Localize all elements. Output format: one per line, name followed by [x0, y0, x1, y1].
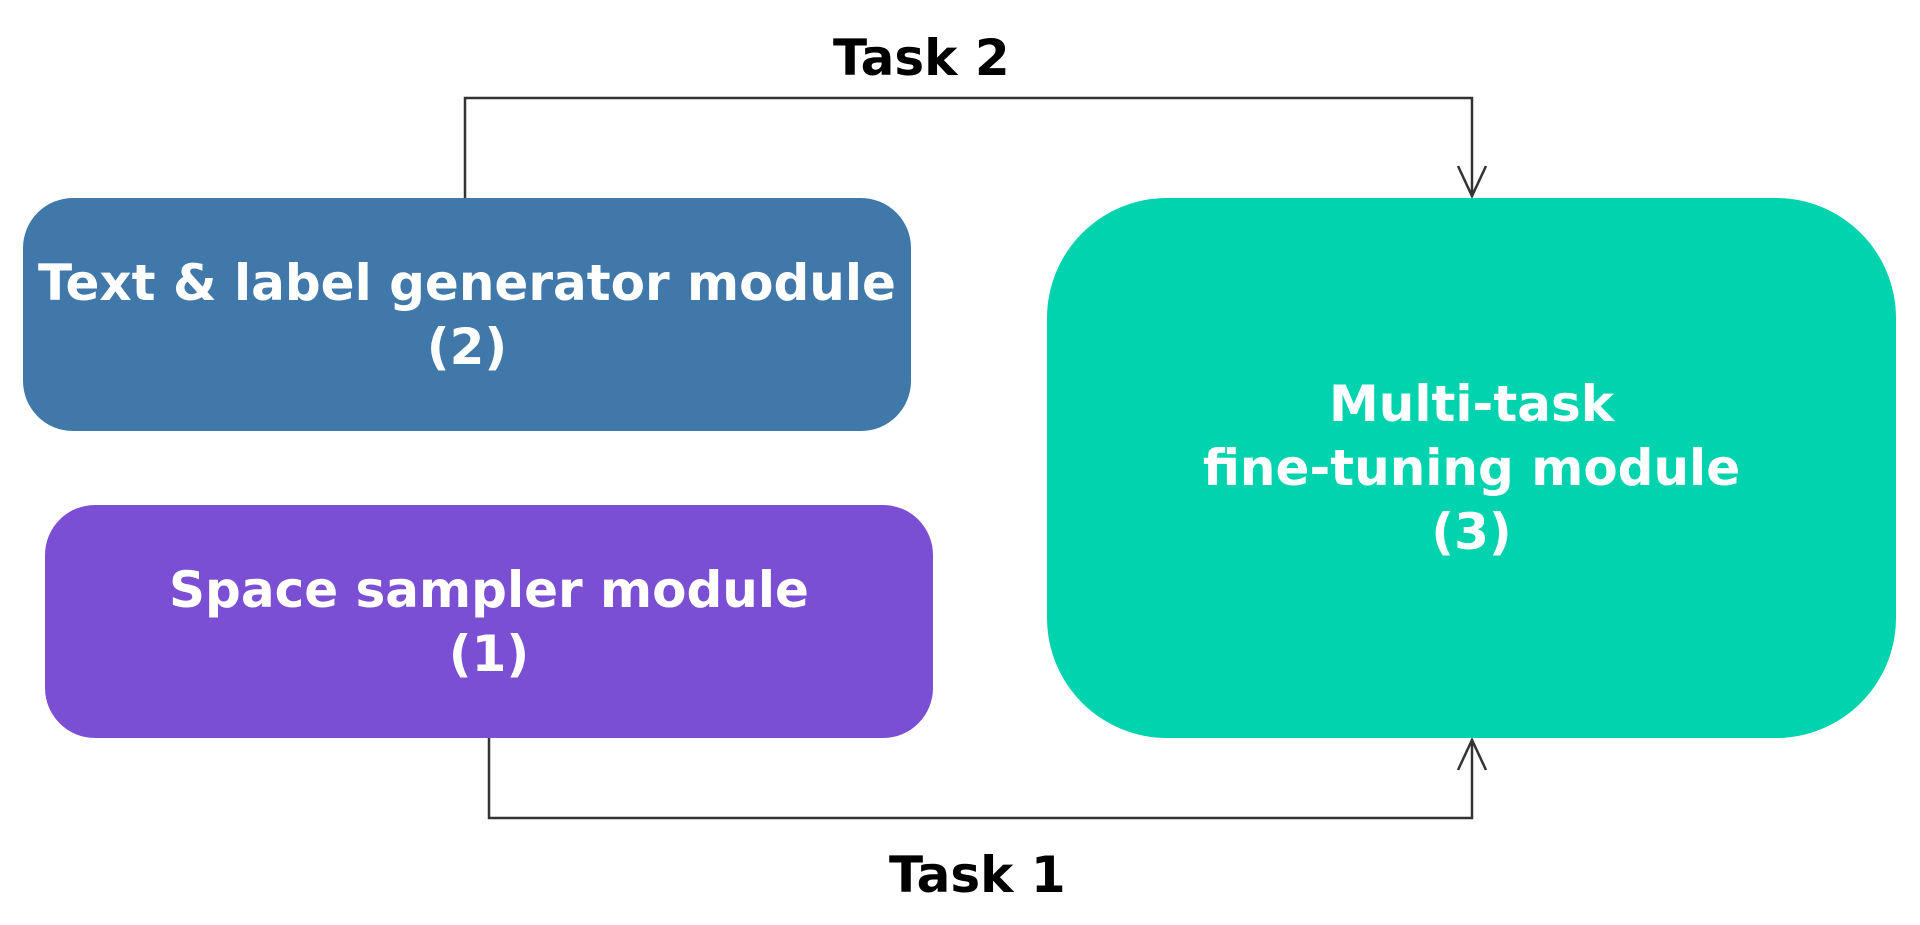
multitask-module-number: (3) [1431, 503, 1512, 561]
task1-label: Task 1 [889, 846, 1066, 904]
text-label-generator-module: Text & label generator module (2) [23, 198, 911, 431]
task1-arrowhead [1456, 737, 1488, 771]
multitask-finetuning-module: Multi-task fine-tuning module (3) [1047, 198, 1896, 738]
task2-arrowhead [1456, 165, 1488, 199]
space-sampler-module: Space sampler module (1) [45, 505, 933, 738]
multitask-module-name-line2: fine-tuning module [1202, 439, 1741, 497]
task1-connector [487, 738, 1474, 820]
multitask-module-name-line1: Multi-task [1329, 375, 1614, 433]
task2-label: Task 2 [833, 29, 1010, 87]
text-label-module-number: (2) [426, 317, 508, 376]
task2-connector [463, 96, 1474, 198]
text-label-module-name: Text & label generator module [38, 253, 896, 312]
space-sampler-module-number: (1) [448, 624, 530, 683]
space-sampler-module-name: Space sampler module [169, 560, 809, 619]
